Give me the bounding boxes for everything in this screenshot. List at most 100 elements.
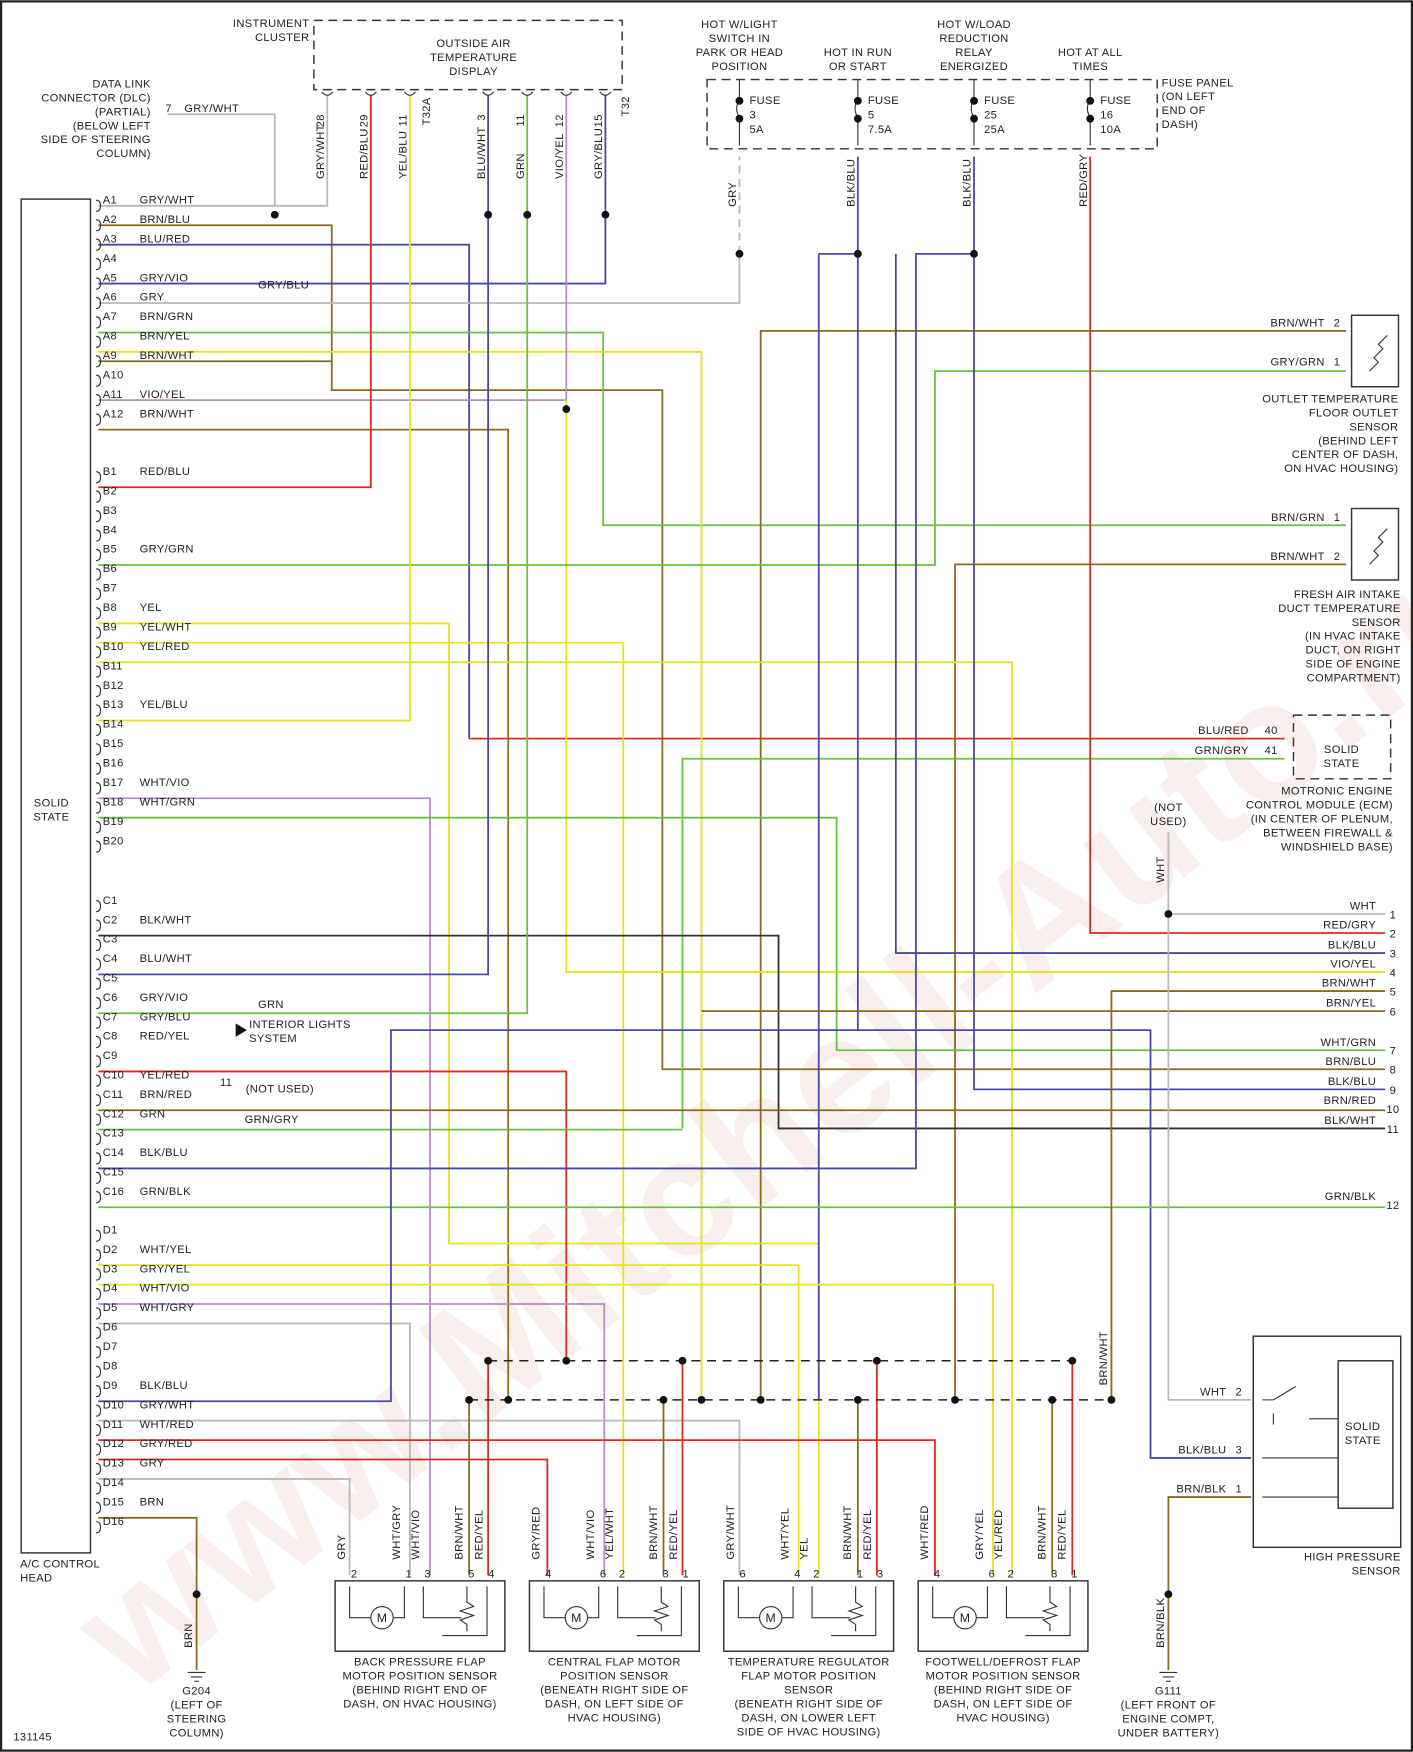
flap-pin-number: 4 xyxy=(488,1568,495,1580)
ecm-label: WINDSHIELD BASE) xyxy=(1281,841,1393,853)
splice-dot xyxy=(1048,1395,1057,1404)
wire xyxy=(98,1322,411,1576)
dlc-label: (PARTIAL) xyxy=(95,106,151,118)
flap-pin-wire: RED/YEL xyxy=(668,1510,680,1560)
flap-pin-number: 1 xyxy=(857,1568,864,1580)
flap-pin-number: 3 xyxy=(1051,1568,1058,1580)
pin-id: A10 xyxy=(103,369,124,381)
splice-dot xyxy=(756,1395,765,1404)
cluster-pin-number: 12 xyxy=(554,114,566,127)
g204-label: G204 xyxy=(182,1686,211,1698)
fuse-rating: 25A xyxy=(984,124,1005,136)
pin-id: D10 xyxy=(103,1399,124,1411)
pin-wire-label: BRN xyxy=(140,1497,165,1509)
splice-dot xyxy=(484,1356,493,1365)
pin-id: D12 xyxy=(103,1438,124,1450)
dlc-label: CONNECTOR (DLC) xyxy=(41,92,151,104)
cluster-pin-wire: GRY/BLU xyxy=(593,128,605,179)
wire xyxy=(1110,990,1386,1400)
wire xyxy=(98,1516,198,1671)
pin-connector-icon xyxy=(96,1385,102,1398)
fuse-condition-label: SWITCH IN xyxy=(709,33,770,45)
flap-sensor-label: SENSOR xyxy=(784,1685,833,1697)
flap-pin-wire: RED/YEL xyxy=(1057,1510,1069,1560)
dlc-wire: GRY/WHT xyxy=(184,103,239,115)
splice-dot xyxy=(697,1395,706,1404)
pin-id: A11 xyxy=(103,389,123,401)
sensor-pin-number: 2 xyxy=(1334,551,1341,563)
flap-sensor-label: DASH, ON LEFT SIDE OF xyxy=(545,1699,684,1711)
splice-dot xyxy=(601,210,610,219)
wire xyxy=(98,351,703,1400)
pin-connector-icon xyxy=(96,1074,102,1087)
flap-pin-wire: BRN/WHT xyxy=(648,1505,660,1559)
g111-label: (LEFT FRONT OF xyxy=(1121,1700,1216,1712)
fuse-panel-label: (ON LEFT xyxy=(1162,91,1216,103)
flap-sensor-box xyxy=(334,1580,506,1652)
harness-pin-wire: BRN/WHT xyxy=(1322,978,1376,990)
fuse-name: FUSE xyxy=(984,95,1015,107)
fresh-air-sensor-label: (IN HVAC INTAKE xyxy=(1305,631,1401,643)
wire xyxy=(98,156,975,1170)
pin-connector-icon xyxy=(96,607,102,620)
pin-connector-icon xyxy=(96,1016,102,1029)
pin-connector-icon xyxy=(96,977,102,990)
splice-dot xyxy=(853,96,862,105)
pin-connector-icon xyxy=(96,316,102,329)
pin-wire-label: GRY/VIO xyxy=(140,992,189,1004)
splice-dot xyxy=(853,114,862,123)
interior-lights-label: INTERIOR LIGHTS xyxy=(249,1019,351,1031)
instrument-cluster-label: INSTRUMENT xyxy=(233,18,309,30)
pin-connector-icon xyxy=(96,1191,102,1204)
flap-pin-number: 3 xyxy=(877,1568,884,1580)
pin-id: D11 xyxy=(103,1419,124,1431)
flap-sensor-label: CENTRAL FLAP MOTOR xyxy=(548,1657,681,1669)
solid-state-label: STATE xyxy=(33,812,69,824)
flap-pin-wire: GRY/RED xyxy=(531,1507,543,1560)
pin-id: D16 xyxy=(103,1516,124,1528)
pin-connector-icon xyxy=(96,413,102,426)
splice-dot xyxy=(951,1395,959,1404)
g204-label: STEERING xyxy=(167,1714,227,1726)
flap-pin-wire: BRN/WHT xyxy=(453,1505,465,1559)
pin-wire-label: BRN/BLU xyxy=(140,214,191,226)
harness-pin-wire: BRN/RED xyxy=(1324,1095,1377,1107)
ecm-pin-number: 41 xyxy=(1265,745,1278,757)
pin-connector-icon xyxy=(96,490,102,503)
pin-wire-label: YEL/RED xyxy=(140,641,190,653)
wire-label: WHT xyxy=(1155,856,1167,882)
pin-wire-label: BRN/GRN xyxy=(140,311,194,323)
pin-wire-label: BLK/BLU xyxy=(140,1147,188,1159)
pin-wire-label: BLU/WHT xyxy=(140,953,193,965)
hp-pin-number: 3 xyxy=(1235,1444,1242,1456)
cluster-pin-number: 15 xyxy=(593,114,605,127)
pin-connector-icon xyxy=(96,1404,102,1417)
harness-pin-wire: VIO/YEL xyxy=(1330,959,1376,971)
flap-pin-number: 4 xyxy=(794,1568,801,1580)
fuse-name: FUSE xyxy=(1100,95,1131,107)
fuse-panel-label: DASH) xyxy=(1162,119,1198,131)
pin-wire-label: GRN/BLK xyxy=(140,1186,192,1198)
cluster-pin-number: 11 xyxy=(515,114,527,126)
flap-sensor-label: TEMPERATURE REGULATOR xyxy=(728,1657,890,1669)
ground-wire-label: BRN/BLK xyxy=(1155,1598,1167,1648)
cluster-pin-wire: VIO/YEL xyxy=(554,133,566,179)
solid-state-label: SOLID xyxy=(1345,1421,1380,1433)
flap-pin-wire: WHT/VIO xyxy=(585,1510,597,1560)
sensor-pin-number: 1 xyxy=(1334,512,1341,524)
flap-pin-wire: YEL/RED xyxy=(993,1510,1005,1560)
flap-pin-wire: YEL/WHT xyxy=(604,1508,616,1560)
pin-wire-label: BLU/RED xyxy=(140,233,191,245)
flap-pin-wire: WHT/YEL xyxy=(780,1508,792,1560)
pin-connector-icon xyxy=(96,1094,102,1107)
pin-wire-label: BRN/WHT xyxy=(140,350,194,362)
sensor-pin-wire: BRN/GRN xyxy=(1271,512,1325,524)
flap-pin-wire: GRY/YEL xyxy=(974,1509,986,1560)
pin-id: C9 xyxy=(103,1050,118,1062)
fuse-panel-label: FUSE PANEL xyxy=(1162,77,1234,89)
pin-id: A9 xyxy=(103,350,117,362)
harness-pin-number: 8 xyxy=(1390,1065,1397,1077)
flap-sensor-label: (BEHIND RIGHT END OF xyxy=(352,1685,487,1697)
